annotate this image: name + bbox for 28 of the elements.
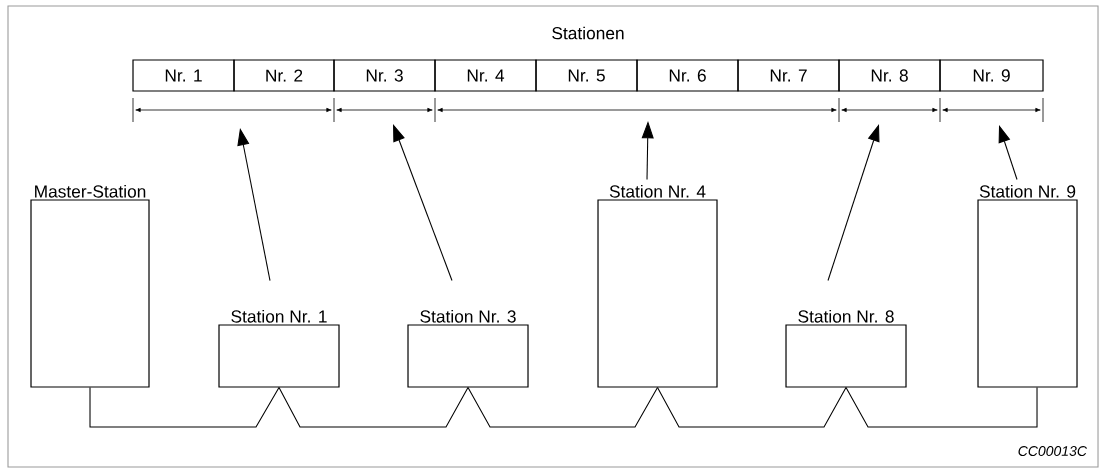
- station-cell: Nr. 8: [838, 59, 941, 92]
- station-box: Station Nr. 9: [977, 184, 1078, 388]
- node-label: Station Nr. 9: [979, 184, 1076, 198]
- station-box: Master-Station: [30, 184, 150, 388]
- bus-line: [845, 387, 1038, 428]
- station-box: Station Nr. 4: [597, 184, 718, 388]
- node-label: Master-Station: [35, 184, 146, 198]
- station-cell: Nr. 6: [636, 59, 739, 92]
- station-box: Station Nr. 8: [785, 309, 907, 388]
- node-label: Station Nr. 1: [231, 309, 327, 323]
- node-label: Station Nr. 4: [609, 184, 706, 198]
- station-cell: Nr. 2: [233, 59, 335, 92]
- bus-line: [278, 387, 469, 428]
- bus-line: [89, 387, 280, 428]
- station-box: Station Nr. 3: [407, 309, 529, 388]
- station-cell: Nr. 5: [535, 59, 638, 92]
- station-cell: Nr. 7: [737, 59, 840, 92]
- station-cell: Nr. 1: [132, 59, 235, 92]
- bus-line: [656, 387, 847, 428]
- station-box: Station Nr. 1: [218, 309, 340, 388]
- figure-code: CC00013C: [1018, 446, 1088, 456]
- node-label: Station Nr. 3: [420, 309, 516, 323]
- node-label: Station Nr. 8: [798, 309, 894, 323]
- station-cell: Nr. 4: [434, 59, 537, 92]
- station-cell: Nr. 9: [939, 59, 1044, 92]
- heading: Stationen: [552, 26, 624, 40]
- station-cell: Nr. 3: [333, 59, 436, 92]
- bus-line: [467, 387, 659, 428]
